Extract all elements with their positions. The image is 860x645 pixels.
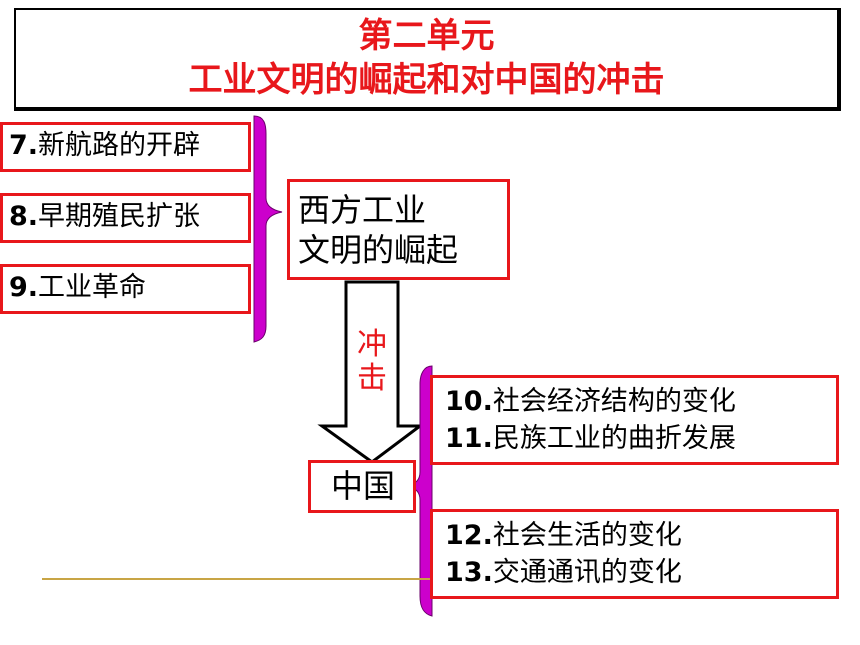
lesson-number: 11. (445, 423, 493, 454)
western-rise-line2: 文明的崛起 (298, 231, 459, 269)
western-rise-box: 西方工业 文明的崛起 (287, 179, 510, 280)
lesson-13: 13.交通通讯的变化 (445, 554, 836, 591)
lesson-number: 7. (9, 130, 39, 161)
lesson-number: 12. (445, 520, 493, 551)
lesson-10: 10.社会经济结构的变化 (445, 383, 836, 420)
china-box: 中国 (308, 460, 416, 513)
lessons-10-11-box: 10.社会经济结构的变化 11.民族工业的曲折发展 (430, 375, 839, 465)
lesson-title: 新航路的开辟 (38, 130, 201, 161)
impact-arrow (317, 280, 425, 464)
unit-title: 第二单元 (358, 16, 495, 56)
lesson-number: 13. (445, 557, 493, 588)
unit-title-box: 第二单元 工业文明的崛起和对中国的冲击 (14, 8, 841, 111)
lesson-number: 10. (445, 386, 493, 417)
left-brace (253, 115, 283, 343)
lesson-11: 11.民族工业的曲折发展 (445, 420, 836, 457)
lesson-title: 社会生活的变化 (492, 520, 682, 551)
lesson-title: 社会经济结构的变化 (492, 386, 736, 417)
lessons-12-13-box: 12.社会生活的变化 13.交通通讯的变化 (430, 509, 839, 599)
lesson-7-box: 7.新航路的开辟 (0, 122, 251, 172)
lesson-9-box: 9.工业革命 (0, 264, 251, 314)
unit-subtitle: 工业文明的崛起和对中国的冲击 (188, 60, 665, 100)
lesson-8-box: 8.早期殖民扩张 (0, 193, 251, 243)
china-label: 中国 (331, 467, 396, 505)
lesson-number: 8. (9, 201, 39, 232)
lesson-number: 9. (9, 272, 39, 303)
lesson-12: 12.社会生活的变化 (445, 517, 836, 554)
lesson-title: 早期殖民扩张 (38, 201, 201, 232)
western-rise-line1: 西方工业 (298, 191, 427, 229)
lesson-title: 民族工业的曲折发展 (492, 423, 736, 454)
impact-char: 击 (357, 361, 387, 396)
impact-label: 冲 击 (352, 328, 392, 396)
lesson-title: 交通通讯的变化 (492, 557, 682, 588)
lesson-title: 工业革命 (38, 272, 147, 303)
impact-char: 冲 (357, 327, 387, 362)
